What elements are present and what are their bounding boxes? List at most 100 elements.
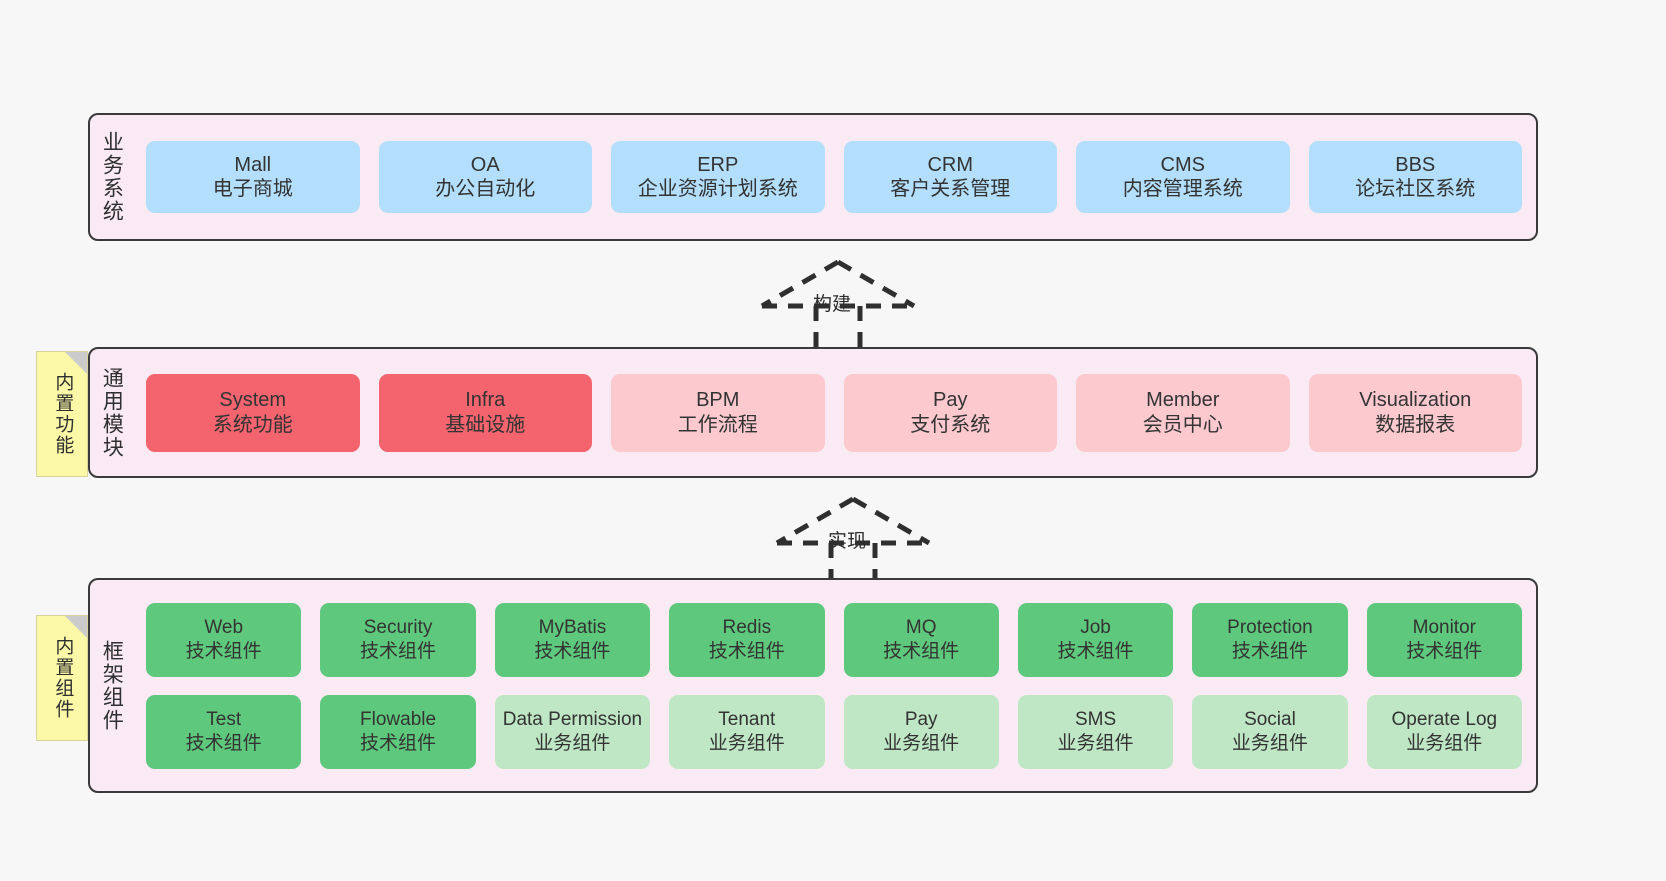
note-builtin-function-label: 内置功能: [52, 372, 74, 456]
card-security-title: Security: [363, 617, 433, 639]
card-social-title: Social: [1244, 709, 1296, 731]
card-mq-subtitle: 技术组件: [883, 640, 960, 662]
card-visualization[interactable]: Visualization 数据报表: [1308, 373, 1522, 452]
framework-tech-row: Web 技术组件 Security 技术组件 MyBatis 技术组件 Redi…: [146, 602, 1522, 677]
card-bbs-subtitle: 论坛社区系统: [1355, 178, 1476, 200]
card-mybatis-subtitle: 技术组件: [534, 640, 611, 662]
card-sms-subtitle: 业务组件: [1057, 732, 1134, 754]
card-job-title: Job: [1080, 617, 1111, 639]
card-bbs[interactable]: BBS 论坛社区系统: [1308, 141, 1522, 213]
card-cms-title: CMS: [1160, 153, 1205, 176]
card-crm[interactable]: CRM 客户关系管理: [843, 141, 1057, 213]
card-mybatis-title: MyBatis: [538, 617, 607, 639]
card-infra-title: Infra: [465, 389, 506, 412]
card-cms[interactable]: CMS 内容管理系统: [1076, 141, 1290, 213]
card-bpm-subtitle: 工作流程: [677, 413, 758, 436]
card-infra[interactable]: Infra 基础设施: [378, 373, 592, 452]
card-security-subtitle: 技术组件: [360, 640, 437, 662]
card-operate-log[interactable]: Operate Log 业务组件: [1366, 694, 1522, 769]
card-mall-subtitle: 电子商城: [212, 178, 293, 200]
note-fold-corner-icon: [65, 352, 87, 374]
card-system[interactable]: System 系统功能: [146, 373, 360, 452]
note-builtin-function: 内置功能: [36, 351, 88, 477]
framework-business-row: Test 技术组件 Flowable 技术组件 Data Permission …: [146, 694, 1522, 769]
card-tenant[interactable]: Tenant 业务组件: [669, 694, 825, 769]
layer-business-system-title: 业务系统: [100, 131, 124, 223]
card-erp-subtitle: 企业资源计划系统: [637, 178, 798, 200]
card-job-subtitle: 技术组件: [1057, 640, 1134, 662]
card-pay-module-title: Pay: [933, 389, 968, 412]
card-pay-component[interactable]: Pay 业务组件: [843, 694, 999, 769]
connector-implement: 实现: [763, 493, 943, 589]
card-tenant-subtitle: 业务组件: [708, 732, 785, 754]
card-test-title: Test: [206, 709, 242, 731]
card-test[interactable]: Test 技术组件: [146, 694, 302, 769]
card-data-permission-subtitle: 业务组件: [534, 732, 611, 754]
card-social-subtitle: 业务组件: [1231, 732, 1308, 754]
card-visualization-subtitle: 数据报表: [1375, 413, 1456, 436]
card-data-permission-title: Data Permission: [502, 709, 643, 731]
card-tenant-title: Tenant: [718, 709, 776, 731]
card-redis-subtitle: 技术组件: [708, 640, 785, 662]
business-system-row: Mall 电子商城 OA 办公自动化 ERP 企业资源计划系统 CRM 客户关系…: [146, 141, 1522, 213]
card-pay-module[interactable]: Pay 支付系统: [843, 373, 1057, 452]
card-web[interactable]: Web 技术组件: [146, 602, 302, 677]
layer-business-system-body: Mall 电子商城 OA 办公自动化 ERP 企业资源计划系统 CRM 客户关系…: [132, 115, 1536, 239]
card-pay-component-title: Pay: [904, 709, 938, 731]
card-mybatis[interactable]: MyBatis 技术组件: [494, 602, 651, 677]
card-member[interactable]: Member 会员中心: [1076, 373, 1290, 452]
card-mq[interactable]: MQ 技术组件: [843, 602, 999, 677]
layer-framework-component-title: 框架组件: [100, 639, 124, 732]
card-crm-subtitle: 客户关系管理: [890, 178, 1011, 200]
card-flowable[interactable]: Flowable 技术组件: [320, 694, 476, 769]
card-social[interactable]: Social 业务组件: [1192, 694, 1348, 769]
card-web-title: Web: [204, 617, 244, 639]
card-oa[interactable]: OA 办公自动化: [378, 141, 592, 213]
card-monitor[interactable]: Monitor 技术组件: [1366, 602, 1522, 677]
card-pay-component-subtitle: 业务组件: [883, 732, 960, 754]
card-bpm[interactable]: BPM 工作流程: [611, 373, 825, 452]
note-builtin-component-label: 内置组件: [52, 636, 74, 720]
card-redis-title: Redis: [722, 617, 772, 639]
card-visualization-title: Visualization: [1359, 389, 1472, 412]
card-flowable-title: Flowable: [360, 709, 437, 731]
card-erp-title: ERP: [697, 153, 739, 176]
layer-business-system: 业务系统 Mall 电子商城 OA 办公自动化 ERP 企业资源计划系统 CRM: [88, 113, 1538, 241]
card-bbs-title: BBS: [1395, 153, 1436, 176]
card-protection-title: Protection: [1227, 617, 1313, 639]
card-operate-log-subtitle: 业务组件: [1406, 732, 1483, 754]
note-fold-corner-icon: [65, 616, 87, 638]
card-cms-subtitle: 内容管理系统: [1122, 178, 1243, 200]
card-sms[interactable]: SMS 业务组件: [1017, 694, 1174, 769]
card-pay-module-subtitle: 支付系统: [910, 413, 991, 436]
card-test-subtitle: 技术组件: [185, 732, 262, 754]
card-flowable-subtitle: 技术组件: [360, 732, 437, 754]
card-sms-title: SMS: [1074, 709, 1117, 731]
connector-build: 构建: [748, 256, 928, 352]
layer-framework-component: 框架组件 Web 技术组件 Security 技术组件 MyBatis 技术组件…: [88, 578, 1538, 793]
card-mall[interactable]: Mall 电子商城: [146, 141, 360, 213]
card-member-title: Member: [1146, 389, 1220, 412]
card-mall-title: Mall: [234, 153, 272, 176]
card-job[interactable]: Job 技术组件: [1017, 602, 1174, 677]
card-oa-title: OA: [470, 153, 500, 176]
card-security[interactable]: Security 技术组件: [320, 602, 476, 677]
card-data-permission[interactable]: Data Permission 业务组件: [494, 694, 651, 769]
layer-common-module: 通用模块 System 系统功能 Infra 基础设施 BPM 工作流程 Pay: [88, 347, 1538, 478]
connector-implement-label: 实现: [828, 531, 867, 552]
card-oa-subtitle: 办公自动化: [435, 178, 536, 200]
card-bpm-title: BPM: [696, 389, 740, 412]
card-redis[interactable]: Redis 技术组件: [669, 602, 825, 677]
card-erp[interactable]: ERP 企业资源计划系统: [611, 141, 825, 213]
card-monitor-title: Monitor: [1412, 617, 1476, 639]
card-member-subtitle: 会员中心: [1142, 413, 1223, 436]
card-system-title: System: [219, 389, 287, 412]
card-infra-subtitle: 基础设施: [445, 413, 526, 436]
layer-common-module-title: 通用模块: [100, 366, 124, 459]
card-crm-title: CRM: [927, 153, 974, 176]
card-operate-log-title: Operate Log: [1391, 709, 1498, 731]
card-mq-title: MQ: [905, 617, 937, 639]
card-protection-subtitle: 技术组件: [1231, 640, 1308, 662]
card-protection[interactable]: Protection 技术组件: [1192, 602, 1348, 677]
